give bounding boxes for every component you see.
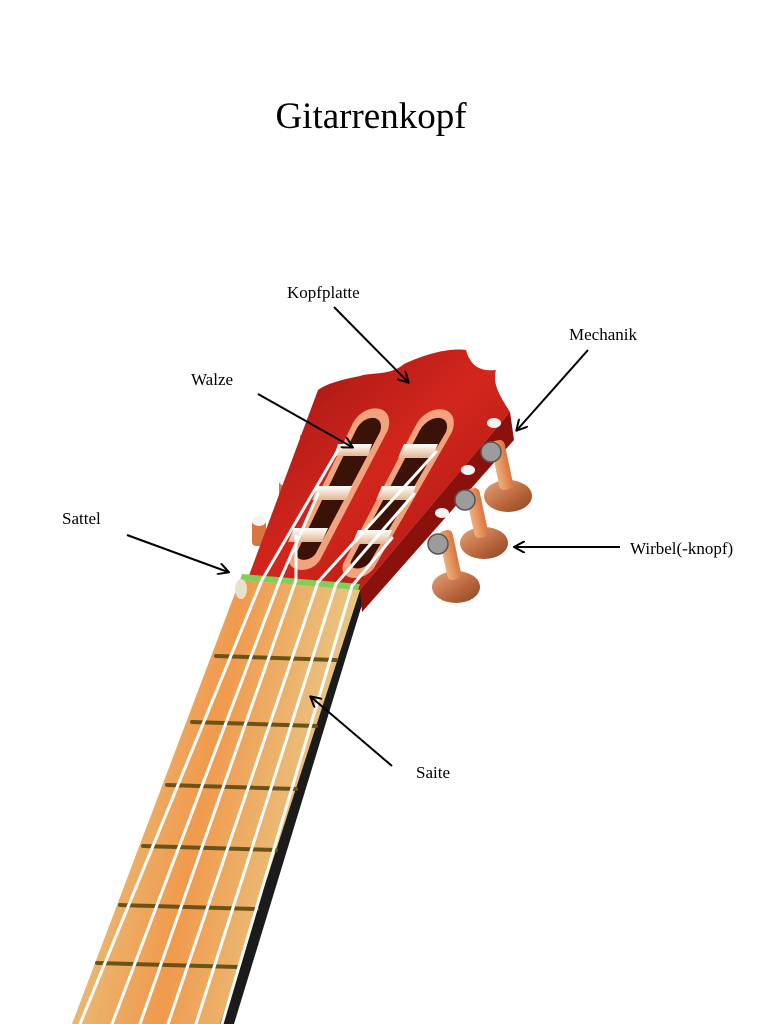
fret	[141, 844, 278, 852]
arrow-sattel	[126, 534, 228, 572]
label-mechanik: Mechanik	[569, 325, 637, 344]
peg-knob	[460, 527, 508, 559]
roller	[312, 486, 352, 500]
string	[78, 448, 340, 1024]
arrow-mechanik	[517, 349, 589, 430]
nut	[235, 574, 360, 599]
tuner-post-cap	[252, 516, 266, 526]
roller	[288, 528, 328, 542]
label-walze: Walze	[191, 370, 233, 389]
arrow-kopfplatte	[333, 306, 408, 382]
pointer-arrows	[126, 306, 620, 767]
roller	[398, 444, 438, 458]
peg-knob	[432, 571, 480, 603]
label-kopfplatte: Kopfplatte	[287, 283, 360, 302]
string	[166, 450, 438, 1024]
peg-gear	[480, 441, 502, 463]
peg-knob	[484, 480, 532, 512]
nut-end	[235, 579, 247, 599]
string	[138, 534, 298, 1024]
diagram-title: Gitarrenkopf	[275, 96, 467, 137]
tuning-peg	[480, 418, 532, 512]
nut-bar	[240, 574, 360, 590]
strings	[78, 448, 438, 1024]
tuning-peg	[454, 465, 508, 559]
peg-cap	[461, 465, 475, 475]
tuning-peg	[427, 508, 480, 603]
label-wirbel: Wirbel(-knopf)	[630, 539, 733, 558]
peg-cap	[435, 508, 449, 518]
arrow-saite	[311, 697, 393, 767]
headstock	[248, 349, 514, 612]
peg-cap	[487, 418, 501, 428]
fret	[214, 654, 338, 662]
string	[220, 536, 394, 1024]
peg-gear	[454, 489, 476, 511]
roller	[376, 486, 416, 500]
peg-gear	[427, 533, 449, 555]
string	[110, 492, 320, 1024]
frets	[95, 654, 338, 969]
arrow-walze	[257, 393, 352, 447]
tuning-pegs	[427, 418, 532, 603]
label-saite: Saite	[416, 763, 450, 782]
label-sattel: Sattel	[62, 509, 101, 528]
roller	[334, 444, 372, 456]
fretboard-surface	[72, 580, 360, 1024]
fret	[165, 783, 298, 791]
string	[194, 492, 416, 1024]
fret	[190, 720, 318, 728]
